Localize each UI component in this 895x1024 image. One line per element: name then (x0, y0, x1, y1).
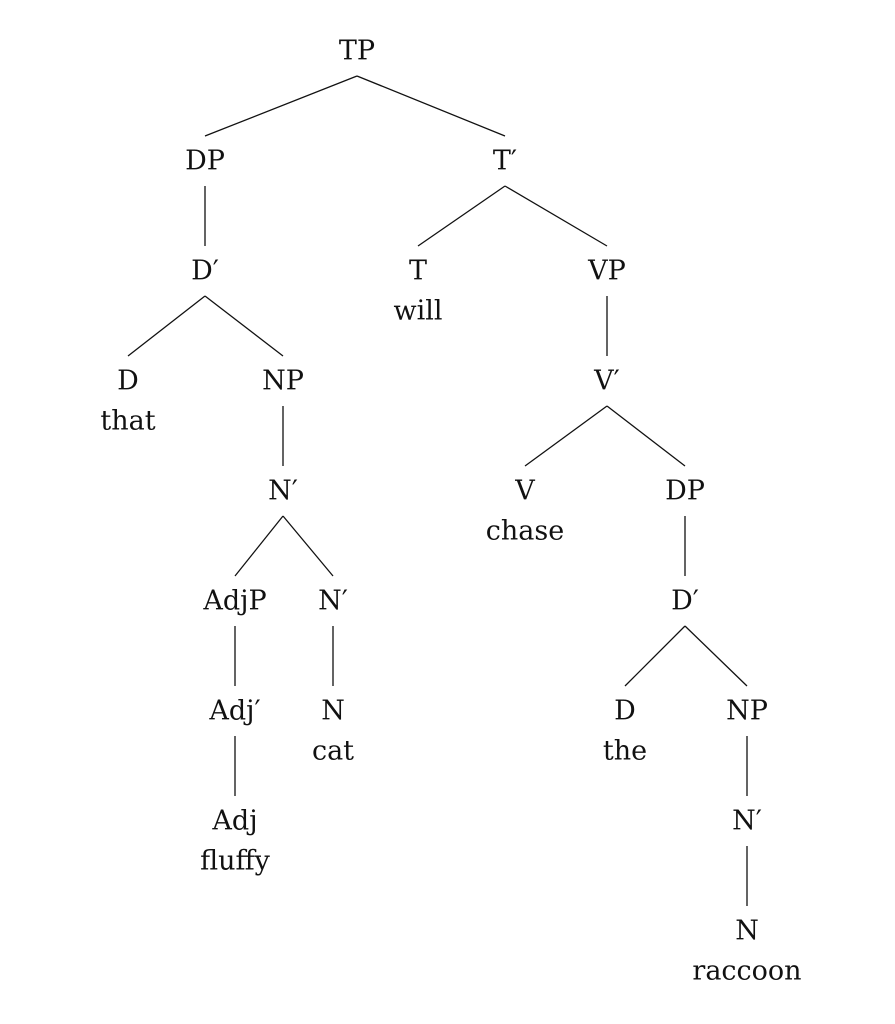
node-label-n2: N (735, 916, 759, 947)
node-label-adjbar: Adj′ (208, 696, 260, 727)
word-d2: the (603, 736, 647, 767)
tree-edges (127, 75, 748, 906)
tree-edge (504, 185, 608, 247)
word-n2: raccoon (692, 956, 801, 987)
node-label-n1: N (321, 696, 345, 727)
node-label-nbar3: N′ (732, 806, 762, 837)
node-label-adj: Adj (211, 806, 257, 837)
node-label-tp: TP (339, 36, 375, 67)
node-label-np1: NP (262, 366, 304, 397)
tree-edge (684, 625, 748, 687)
node-label-vp: VP (587, 256, 626, 287)
node-label-t: T (409, 256, 427, 287)
node-label-dp2: DP (665, 476, 705, 507)
word-v: chase (486, 516, 564, 547)
tree-edge (417, 185, 506, 247)
node-label-tbar: T′ (493, 146, 517, 177)
node-label-d1: D (117, 366, 139, 397)
tree-edge (282, 515, 334, 577)
word-t: will (393, 296, 442, 327)
node-label-dbar1: D′ (191, 256, 219, 287)
tree-edge (204, 295, 284, 357)
node-label-dbar2: D′ (671, 586, 699, 617)
tree-edge (606, 405, 686, 467)
node-label-np2: NP (726, 696, 768, 727)
tree-edge (234, 515, 284, 577)
word-d1: that (100, 406, 155, 437)
tree-edge (204, 75, 358, 137)
tree-edge (127, 295, 206, 357)
tree-edge (624, 625, 686, 687)
node-label-dp1: DP (185, 146, 225, 177)
tree-edge (524, 405, 608, 467)
node-label-nbar1: N′ (268, 476, 298, 507)
node-label-d2: D (614, 696, 636, 727)
word-adj: fluffy (200, 846, 271, 877)
node-label-adjp: AdjP (202, 586, 266, 617)
node-label-vbar: V′ (593, 366, 620, 397)
word-n1: cat (312, 736, 354, 767)
tree-edge (356, 75, 506, 137)
node-label-nbar2: N′ (318, 586, 348, 617)
node-label-v: V (514, 476, 535, 507)
